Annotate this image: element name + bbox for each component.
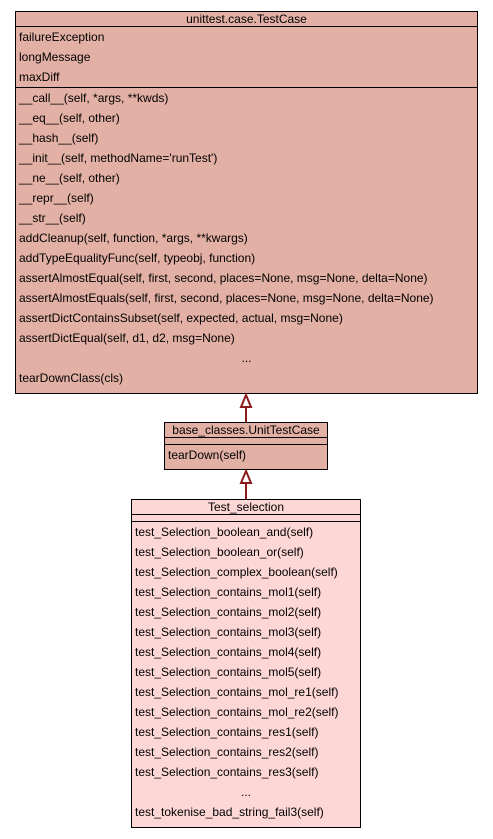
class-title: base_classes.UnitTestCase <box>165 423 327 438</box>
attributes-section <box>132 515 360 522</box>
method-item: test_Selection_complex_boolean(self) <box>135 565 338 579</box>
attribute-item: maxDiff <box>19 70 60 84</box>
method-item: __hash__(self) <box>19 131 99 145</box>
class-title: unittest.case.TestCase <box>16 12 477 27</box>
method-item: test_Selection_contains_mol2(self) <box>135 605 322 619</box>
method-item: addCleanup(self, function, *args, **kwar… <box>19 231 248 245</box>
method-item: __eq__(self, other) <box>19 111 120 125</box>
methods-section: test_Selection_boolean_and(self) test_Se… <box>132 522 360 822</box>
method-item: test_Selection_contains_res2(self) <box>135 745 319 759</box>
method-item: test_Selection_contains_mol_re2(self) <box>135 705 339 719</box>
method-item: __str__(self) <box>19 211 86 225</box>
method-item: tearDownClass(cls) <box>19 371 124 385</box>
method-item: assertAlmostEquals(self, first, second, … <box>19 291 434 305</box>
method-item: test_Selection_boolean_or(self) <box>135 545 304 559</box>
method-item: assertDictEqual(self, d1, d2, msg=None) <box>19 331 235 345</box>
inheritance-arrow-unittestcase-to-testcase <box>239 392 253 422</box>
method-item: assertAlmostEqual(self, first, second, p… <box>19 271 428 285</box>
class-title: Test_selection <box>132 500 360 515</box>
method-item: test_Selection_contains_res1(self) <box>135 725 319 739</box>
class-testcase: unittest.case.TestCase failureException … <box>15 11 478 394</box>
method-item: test_Selection_boolean_and(self) <box>135 525 314 539</box>
class-unittestcase: base_classes.UnitTestCase tearDown(self) <box>164 422 328 470</box>
method-item: test_tokenise_bad_string_fail3(self) <box>135 805 324 819</box>
method-item: assertDictContainsSubset(self, expected,… <box>19 311 343 325</box>
ellipsis: ... <box>241 351 252 365</box>
methods-section: __call__(self, *args, **kwds) __eq__(sel… <box>16 88 477 388</box>
attribute-item: longMessage <box>19 50 91 64</box>
method-item: test_Selection_contains_mol_re1(self) <box>135 685 339 699</box>
method-item: test_Selection_contains_mol5(self) <box>135 665 322 679</box>
method-item: __init__(self, methodName='runTest') <box>19 151 218 165</box>
method-item: addTypeEqualityFunc(self, typeobj, funct… <box>19 251 256 265</box>
method-item: __repr__(self) <box>19 191 94 205</box>
method-item: test_Selection_contains_res3(self) <box>135 765 319 779</box>
class-test-selection: Test_selection test_Selection_boolean_an… <box>131 499 361 828</box>
methods-section: tearDown(self) <box>165 445 327 465</box>
ellipsis: ... <box>240 785 251 799</box>
method-item: test_Selection_contains_mol3(self) <box>135 625 322 639</box>
attribute-item: failureException <box>19 30 105 44</box>
method-item: __ne__(self, other) <box>19 171 120 185</box>
attributes-section: failureException longMessage maxDiff <box>16 27 477 88</box>
method-item: test_Selection_contains_mol4(self) <box>135 645 322 659</box>
method-item: tearDown(self) <box>168 448 247 462</box>
attributes-section <box>165 438 327 445</box>
method-item: test_Selection_contains_mol1(self) <box>135 585 322 599</box>
method-item: __call__(self, *args, **kwds) <box>19 91 169 105</box>
inheritance-arrow-selection-to-unittestcase <box>239 468 253 499</box>
